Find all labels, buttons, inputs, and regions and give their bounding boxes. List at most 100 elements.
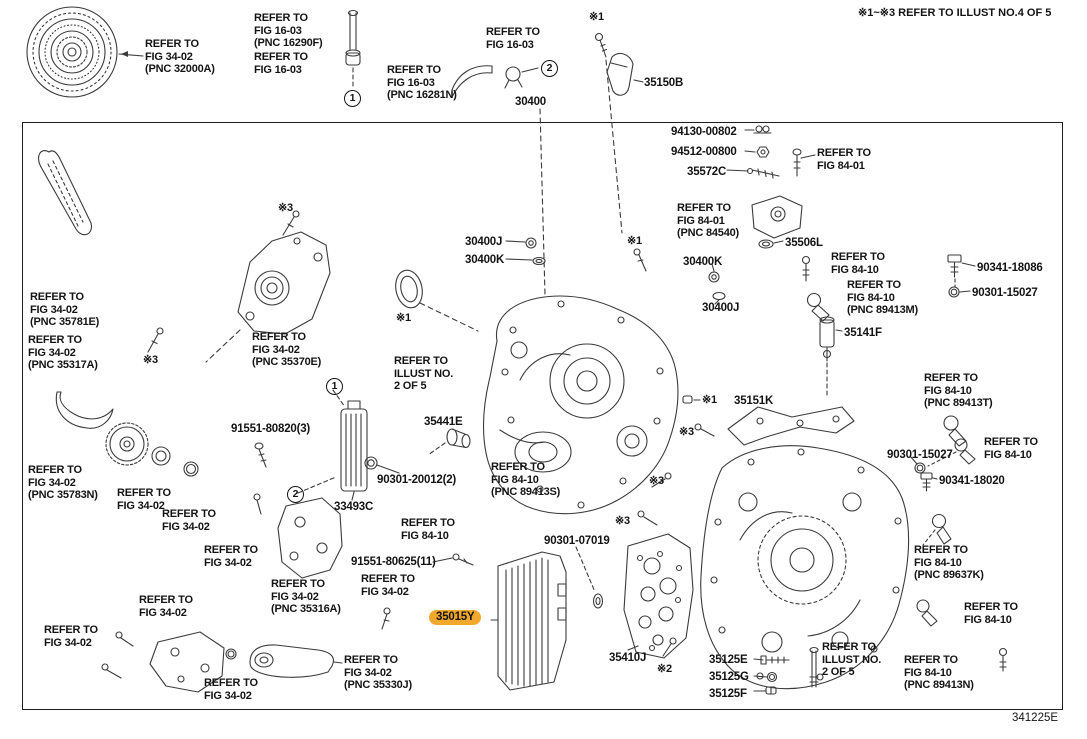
crescent-bracket-35317A-drawing — [55, 391, 114, 429]
reference-symbol-1: ※1 — [627, 235, 642, 247]
front-transaxle-case-drawing — [482, 295, 679, 515]
bolt-80625-drawing — [432, 553, 474, 566]
part-label-90301-15027[interactable]: 90301-15027 — [972, 287, 1038, 299]
right-mid-plugs-drawing — [909, 438, 976, 492]
part-label-35015y[interactable]: 35015Y — [429, 610, 482, 626]
bolts-x3-case-drawing — [637, 423, 715, 526]
driven-gear-35783N-drawing — [105, 422, 199, 477]
part-label-94130-00802[interactable]: 94130-00802 — [671, 126, 737, 138]
part-label-91551-80820-3[interactable]: 91551-80820(3) — [231, 423, 311, 435]
bolt-80820-drawing — [254, 442, 267, 468]
mount-bracket-bottom-left-drawing — [101, 631, 237, 693]
tcm-35015Y-drawing — [490, 551, 567, 691]
reference-symbol-3: ※3 — [143, 354, 158, 366]
part-label-35125f[interactable]: 35125F — [709, 688, 747, 700]
part-label-90341-18020[interactable]: 90341-18020 — [939, 475, 1005, 487]
refer-note-refer-to-illust-no-2-of-5: REFER TO ILLUST NO. 2 OF 5 — [394, 355, 454, 393]
oil-strainer-35330J-drawing — [249, 607, 391, 678]
part-label-30400[interactable]: 30400 — [515, 96, 546, 108]
refer-note-refer-to-fig-34-02: REFER TO FIG 34-02 — [204, 677, 258, 702]
part-label-35151k[interactable]: 35151K — [734, 395, 774, 407]
breather-bolt-drawing — [594, 32, 623, 234]
part-label-94512-00800[interactable]: 94512-00800 — [671, 146, 737, 158]
reference-symbol-3: ※3 — [615, 515, 630, 527]
part-label-35125g[interactable]: 35125G — [709, 671, 749, 683]
refer-note-refer-to-illust-no-2-of-5: REFER TO ILLUST NO. 2 OF 5 — [822, 641, 882, 679]
part-label-35141f[interactable]: 35141F — [844, 327, 882, 339]
refer-note-refer-to-fig-16-03-pnc-16290f: REFER TO FIG 16-03 (PNC 16290F) — [254, 12, 323, 50]
oil-filler-tube-drawing — [345, 9, 361, 89]
sequence-marker-1: 1 — [326, 378, 343, 395]
part-label-30400k[interactable]: 30400K — [465, 254, 505, 266]
refer-note-refer-to-fig-34-02-pnc-35370e: REFER TO FIG 34-02 (PNC 35370E) — [252, 331, 322, 369]
stud-illust-2of5-drawing — [809, 646, 819, 688]
bracket-35316A-drawing — [253, 493, 343, 579]
oil-cooler-hose-drawing — [451, 65, 539, 98]
torque-converter-drawing — [26, 6, 144, 98]
refer-note-refer-to-fig-34-02-pnc-32000a: REFER TO FIG 34-02 (PNC 32000A) — [145, 38, 215, 76]
refer-note-refer-to-fig-34-02-pnc-35316a: REFER TO FIG 34-02 (PNC 35316A) — [271, 578, 341, 616]
case-assembly-guides — [539, 108, 546, 296]
sequence-marker-1: 1 — [344, 90, 361, 107]
refer-note-refer-to-fig-84-10: REFER TO FIG 84-10 — [401, 517, 455, 542]
part-label-35150b[interactable]: 35150B — [644, 77, 684, 89]
oil-seal-drawing — [395, 269, 479, 332]
sensor-89413T-drawing — [943, 415, 967, 447]
sensor-89413M-drawing — [801, 255, 830, 322]
refer-note-refer-to-fig-34-02: REFER TO FIG 34-02 — [361, 573, 415, 598]
bolt-x1-right-drawing — [633, 248, 647, 272]
reference-symbol-1: ※1 — [702, 394, 717, 406]
refer-note-refer-to-fig-34-02: REFER TO FIG 34-02 — [44, 624, 98, 649]
plug-30400JK-left-drawing — [505, 237, 546, 266]
part-label-35506l[interactable]: 35506L — [785, 237, 823, 249]
drawing-number: 341225E — [1012, 712, 1059, 724]
part-label-90301-20012-2[interactable]: 90301-20012(2) — [377, 474, 457, 486]
plugs-30400-right-drawing — [708, 263, 726, 305]
part-label-35410j[interactable]: 35410J — [609, 652, 647, 664]
part-label-33493c[interactable]: 33493C — [334, 501, 374, 513]
refer-note-refer-to-fig-34-02: REFER TO FIG 34-02 — [204, 544, 258, 569]
part-label-30400j[interactable]: 30400J — [465, 236, 503, 248]
parts-35125-drawing — [753, 655, 790, 695]
part-label-30400k[interactable]: 30400K — [683, 256, 723, 268]
part-label-91551-80625-11[interactable]: 91551-80625(11) — [351, 556, 436, 568]
reference-symbol-3: ※3 — [679, 426, 694, 438]
speed-sensor-35150B-drawing — [606, 52, 644, 96]
refer-note-refer-to-fig-84-10: REFER TO FIG 84-10 — [831, 251, 885, 276]
baffle-35151K-drawing — [727, 406, 855, 446]
sequence-marker-2: 2 — [287, 486, 304, 503]
refer-note-refer-to-fig-34-02: REFER TO FIG 34-02 — [162, 508, 216, 533]
cooler-plate-33493C-drawing — [297, 389, 368, 501]
part-label-35572c[interactable]: 35572C — [687, 166, 727, 178]
clip-x1-drawing — [682, 395, 701, 404]
oring-20012-drawing — [364, 456, 400, 474]
part-label-90341-18086[interactable]: 90341-18086 — [977, 262, 1043, 274]
diagram-border — [22, 122, 1063, 710]
part-label-30400j[interactable]: 30400J — [702, 302, 740, 314]
refer-note-refer-to-fig-34-02-pnc-35781e: REFER TO FIG 34-02 (PNC 35781E) — [30, 291, 100, 329]
rear-transaxle-case-drawing — [700, 445, 910, 690]
part-label-35441e[interactable]: 35441E — [424, 416, 463, 428]
refer-note-refer-to-fig-34-02-pnc-35783n: REFER TO FIG 34-02 (PNC 35783N) — [28, 464, 98, 502]
footnote-top-right: ※1~※3 REFER TO ILLUST NO.4 OF 5 — [858, 7, 1052, 19]
refer-note-refer-to-fig-84-10: REFER TO FIG 84-10 — [984, 436, 1038, 461]
sensor-bottom-right-drawing — [916, 599, 1008, 672]
refer-note-refer-to-fig-16-03: REFER TO FIG 16-03 — [254, 51, 308, 76]
refer-note-refer-to-fig-84-10-pnc-89413s: REFER TO FIG 84-10 (PNC 89413S) — [491, 461, 561, 499]
refer-note-refer-to-fig-84-10: REFER TO FIG 84-10 — [964, 601, 1018, 626]
refer-note-refer-to-fig-34-02: REFER TO FIG 34-02 — [117, 487, 171, 512]
refer-note-refer-to-fig-84-01-pnc-84540: REFER TO FIG 84-01 (PNC 84540) — [677, 202, 739, 240]
reference-symbol-1: ※1 — [396, 312, 411, 324]
part-label-35125e[interactable]: 35125E — [709, 654, 748, 666]
refer-note-refer-to-fig-16-03-pnc-16281n: REFER TO FIG 16-03 (PNC 16281N) — [387, 64, 457, 102]
bolt-left-x3-drawing — [147, 327, 164, 353]
reference-symbol-3: ※3 — [278, 202, 293, 214]
sequence-marker-2: 2 — [541, 60, 558, 77]
refer-note-refer-to-fig-34-02-pnc-35317a: REFER TO FIG 34-02 (PNC 35317A) — [28, 334, 98, 372]
refer-note-refer-to-fig-84-10-pnc-89413n: REFER TO FIG 84-10 (PNC 89413N) — [904, 654, 974, 692]
valve-body-35410J-drawing — [623, 533, 694, 659]
part-label-90301-15027[interactable]: 90301-15027 — [887, 449, 953, 461]
part-label-90301-07019[interactable]: 90301-07019 — [544, 535, 610, 547]
